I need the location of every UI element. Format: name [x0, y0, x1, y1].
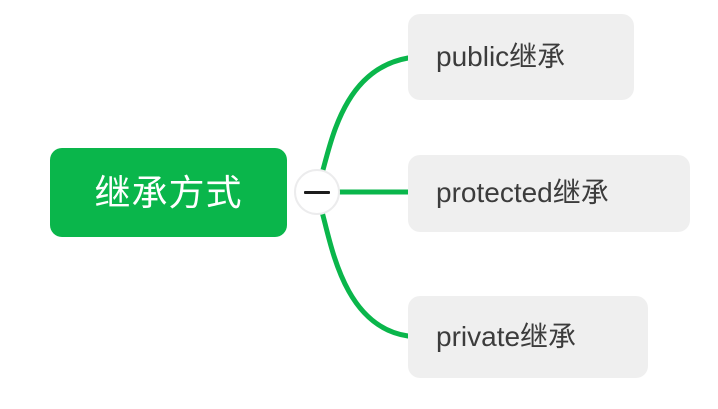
child-node-protected-label: protected继承 [436, 177, 609, 209]
child-node-public[interactable]: public继承 [408, 14, 634, 100]
minus-icon [304, 190, 330, 194]
child-node-protected[interactable]: protected继承 [408, 155, 690, 232]
child-node-public-label: public继承 [436, 40, 566, 72]
root-node-label: 继承方式 [94, 171, 243, 213]
edge-to-private [317, 202, 411, 339]
collapse-toggle-button[interactable] [294, 169, 340, 215]
child-node-private[interactable]: private继承 [408, 296, 648, 378]
edge-to-public [317, 55, 411, 183]
root-node[interactable]: 继承方式 [50, 148, 287, 237]
child-node-private-label: private继承 [436, 320, 577, 352]
